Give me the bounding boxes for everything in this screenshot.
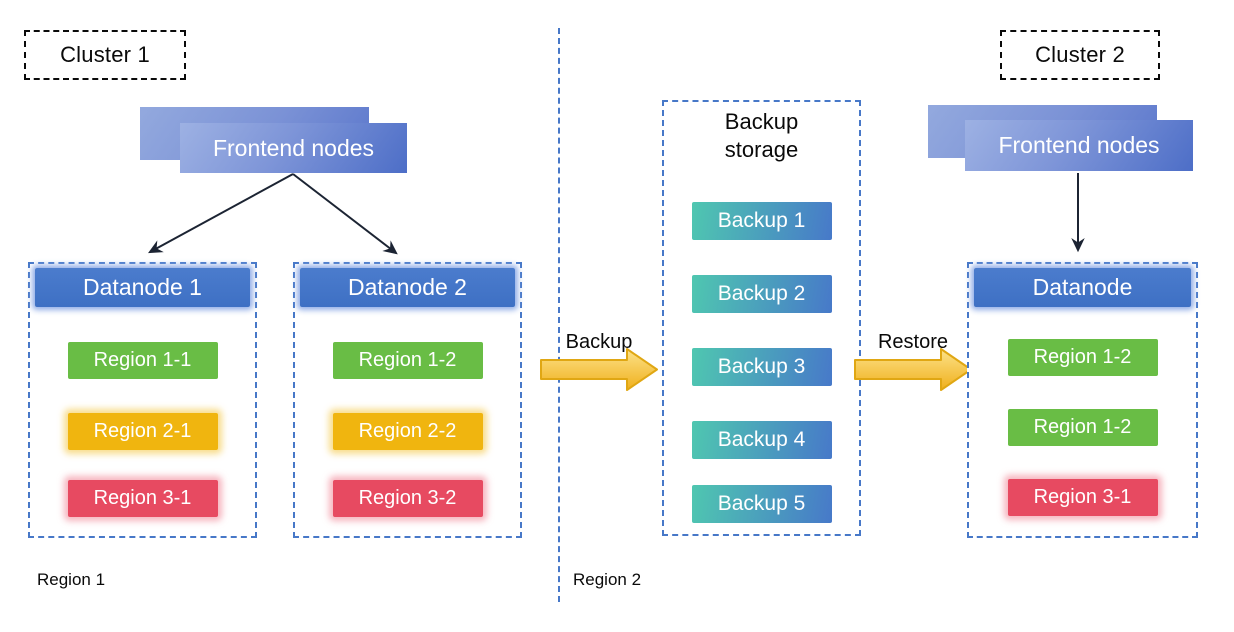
region-box: Region 1-1 bbox=[67, 342, 218, 379]
backup-storage-container: Backup storage Backup 1 Backup 2 Backup … bbox=[662, 100, 861, 536]
backup-item: Backup 4 bbox=[691, 421, 832, 459]
backup-item-label: Backup 2 bbox=[717, 282, 806, 305]
frontend-nodes-box-left: Frontend nodes bbox=[180, 123, 407, 173]
frontend-to-datanode1-arrow bbox=[148, 173, 294, 254]
datanode-container-cluster2: Datanode Region 1-2 Region 1-2 Region 3-… bbox=[967, 262, 1198, 538]
datanode-title-cluster2: Datanode bbox=[1032, 274, 1133, 300]
backup-item: Backup 2 bbox=[691, 275, 832, 313]
cluster2-label-text: Cluster 2 bbox=[1035, 42, 1125, 67]
frontend-nodes-label-right: Frontend nodes bbox=[998, 132, 1160, 158]
restore-flow-label: Restore bbox=[877, 331, 949, 353]
region-box: Region 1-2 bbox=[1007, 409, 1158, 446]
backup-item: Backup 5 bbox=[691, 485, 832, 523]
region-box: Region 3-2 bbox=[332, 480, 483, 517]
backup-item-label: Backup 4 bbox=[717, 428, 806, 451]
footer-region2-label: Region 2 bbox=[573, 570, 642, 589]
frontend-nodes-box-right: Frontend nodes bbox=[965, 120, 1193, 171]
cluster1-label: Cluster 1 bbox=[24, 30, 186, 80]
region-label: Region 3-1 bbox=[93, 487, 192, 509]
region-label: Region 1-1 bbox=[93, 349, 192, 371]
restore-flow-arrow bbox=[854, 348, 972, 391]
backup-item-label: Backup 5 bbox=[717, 492, 806, 515]
region-separator-line bbox=[558, 28, 560, 602]
frontend-to-datanode2-arrow bbox=[292, 173, 398, 255]
region-box: Region 1-2 bbox=[1007, 339, 1158, 376]
datanode1-title: Datanode 1 bbox=[83, 274, 202, 300]
backup-item: Backup 3 bbox=[691, 348, 832, 386]
region-label: Region 3-2 bbox=[358, 487, 457, 509]
region-label: Region 2-2 bbox=[358, 420, 457, 442]
region-label: Region 3-1 bbox=[1033, 486, 1132, 508]
region-box: Region 2-1 bbox=[67, 413, 218, 450]
datanode2-header: Datanode 2 bbox=[300, 268, 515, 307]
region-box: Region 2-2 bbox=[332, 413, 483, 450]
backup-flow-arrow bbox=[540, 348, 658, 391]
cluster1-label-text: Cluster 1 bbox=[60, 42, 150, 67]
backup-item-label: Backup 3 bbox=[717, 355, 806, 378]
cluster2-label: Cluster 2 bbox=[1000, 30, 1160, 80]
region-label: Region 2-1 bbox=[93, 420, 192, 442]
region-box: Region 3-1 bbox=[67, 480, 218, 517]
region-box: Region 3-1 bbox=[1007, 479, 1158, 516]
region-box: Region 1-2 bbox=[332, 342, 483, 379]
region-label: Region 1-2 bbox=[358, 349, 457, 371]
datanode1-container: Datanode 1 Region 1-1 Region 2-1 Region … bbox=[28, 262, 257, 538]
datanode2-container: Datanode 2 Region 1-2 Region 2-2 Region … bbox=[293, 262, 522, 538]
backup-item: Backup 1 bbox=[691, 202, 832, 240]
region-label: Region 1-2 bbox=[1033, 416, 1132, 438]
frontend-nodes-label-left: Frontend nodes bbox=[212, 134, 375, 161]
backup-item-label: Backup 1 bbox=[717, 209, 806, 232]
footer-region1-label: Region 1 bbox=[37, 570, 106, 589]
datanode-header-cluster2: Datanode bbox=[974, 268, 1191, 307]
backup-flow-label: Backup bbox=[565, 331, 633, 353]
datanode1-header: Datanode 1 bbox=[35, 268, 250, 307]
backup-storage-title: Backup storage bbox=[724, 109, 799, 163]
region-label: Region 1-2 bbox=[1033, 346, 1132, 368]
datanode2-title: Datanode 2 bbox=[348, 274, 467, 300]
